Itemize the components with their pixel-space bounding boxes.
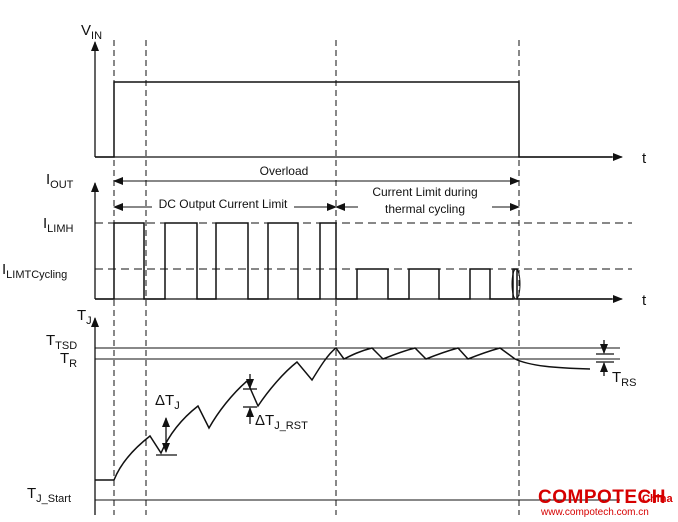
delta-tj-label: ΔTJ [155,392,180,412]
trs-label: TRS [612,369,636,389]
watermark-brand: COMPOTECH [538,487,666,508]
vin-axes [91,41,623,161]
ilimt-label: ILIMTCycling [2,261,67,281]
overload-label: Overload [260,164,309,178]
thermal-label-line2: thermal cycling [385,202,465,216]
time-marker-lines [113,40,520,515]
compotech-watermark: COMPOTECH China www.compotech.com.cn [538,487,673,518]
vin-axis-label: VIN [81,22,102,42]
iout-time-label: t [642,292,647,309]
vin-waveform [95,81,612,158]
watermark-region: China [642,493,673,505]
ilimh-label: ILIMH [43,215,74,235]
iout-waveform [95,222,612,300]
tj-level-lines [95,347,620,501]
tj-axis-label: TJ [77,307,92,327]
trs-marker [596,340,614,376]
iout-level-guides [95,222,632,270]
iout-pulse-break-marker [511,268,521,300]
tr-label: TR [60,350,77,370]
watermark-url: www.compotech.com.cn [540,507,649,518]
delta-tj-marker [156,417,177,456]
delta-tj-rst-marker [243,374,257,424]
ttsd-label: TTSD [46,332,77,352]
delta-tj-rst-label: ΔTJ_RST [255,412,308,432]
tstart-label: TJ_Start [27,485,71,505]
dc-limit-label: DC Output Current Limit [159,197,288,211]
tj-waveform [95,346,591,481]
vin-time-label: t [642,150,647,167]
thermal-label-line1: Current Limit during [372,185,477,199]
iout-axis-label: IOUT [46,171,74,191]
